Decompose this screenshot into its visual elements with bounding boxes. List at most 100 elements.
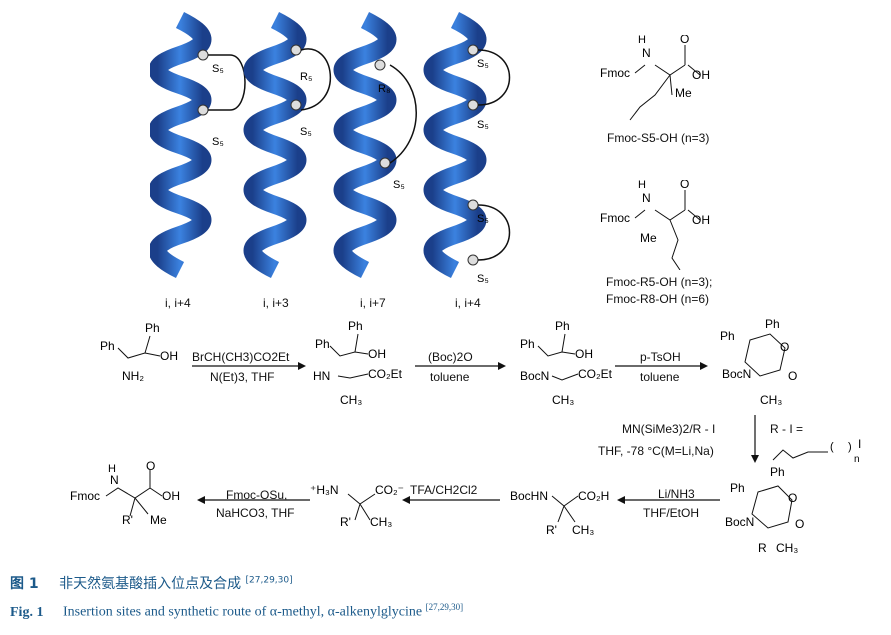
fmoc-r5-structure: Fmoc NH OH O Me [600,180,710,270]
svg-text:BocN: BocN [722,367,751,381]
svg-text:S₅: S₅ [212,63,224,75]
reagent-step5-bottom: THF/EtOH [643,506,699,520]
helix-figure: S₅ S₅ R₅ S₅ R₈ S₅ S₅ S₅ S₅ S₅ [150,11,511,285]
fmoc-s5-structure: Fmoc NH OH O Me [600,35,710,121]
reagent-step2-top: (Boc)2O [428,350,473,364]
svg-text:S₅: S₅ [393,179,405,191]
atom-ball [197,104,209,116]
r8-label: Fmoc-R8-OH (n=6) [606,292,710,306]
svg-text:OH: OH [692,68,710,82]
svg-text:R: R [758,541,767,555]
svg-text:Fmoc: Fmoc [600,66,630,80]
reagent-step6-top: TFA/CH2Cl2 [410,483,478,497]
svg-text:R₅: R₅ [300,71,312,83]
svg-text:S₅: S₅ [477,119,489,131]
caption-cn-text: 非天然氨基酸插入位点及合成 [59,576,242,592]
svg-text:O: O [680,35,689,46]
svg-text:CH₃: CH₃ [370,515,392,529]
caption-en-number: Fig. 1 [10,604,44,620]
svg-text:Ph: Ph [720,329,735,343]
helix-label-3: i, i+7 [360,296,386,310]
alkenyl-iodide-structure: () I n [772,438,861,465]
svg-text:CH₃: CH₃ [552,393,574,407]
svg-text:S₅: S₅ [212,136,224,148]
caption-en: Fig. 1 Insertion sites and synthetic rou… [10,602,463,621]
svg-text:OH: OH [575,347,593,361]
svg-text:Me: Me [675,86,692,100]
caption-cn: 图 1 非天然氨基酸插入位点及合成 [27,29,30] [10,573,293,593]
reagent-step1-top: BrCH(CH3)CO2Et [192,350,290,364]
helix-label-1: i, i+4 [165,296,191,310]
helix-4: S₅ S₅ S₅ S₅ [423,11,511,285]
svg-text:H: H [108,463,116,475]
svg-text:Ph: Ph [770,465,785,479]
svg-text:Ph: Ph [315,337,330,351]
svg-text:O: O [680,180,689,191]
reagent-step3-top: p-TsOH [640,350,681,364]
svg-text:Fmoc: Fmoc [70,489,100,503]
svg-text:R': R' [340,515,351,529]
reagent-step2-bottom: toluene [430,370,470,384]
svg-text:H: H [638,35,646,46]
svg-text:Me: Me [640,231,657,245]
svg-text:R₈: R₈ [378,83,391,95]
svg-text:Ph: Ph [145,321,160,335]
svg-text:R': R' [122,513,133,527]
svg-text:Ph: Ph [520,337,535,351]
svg-text:N: N [642,191,651,205]
reagent-step7-top: Fmoc-OSu, [226,488,288,502]
svg-text:n: n [854,454,860,465]
synthesis-row-2: Fmoc NH O OH R' Me ⁺H₃N CO₂⁻ R' CH₃ BocH… [70,460,804,555]
caption-en-text: Insertion sites and synthetic route of α… [62,604,423,620]
svg-text:CH₃: CH₃ [340,393,362,407]
svg-text:O: O [146,460,155,473]
svg-text:O: O [780,340,789,354]
svg-text:OH: OH [162,489,180,503]
caption-cn-number: 图 1 [10,576,39,592]
svg-text:⁺H₃N: ⁺H₃N [310,483,339,497]
svg-text:O: O [795,517,804,531]
reagent-step3-bottom: toluene [640,370,680,384]
svg-text:Ph: Ph [348,319,363,333]
helix-3: R₈ S₅ [333,11,417,279]
svg-text:Ph: Ph [100,339,115,353]
svg-text:NH₂: NH₂ [122,369,144,383]
svg-text:BocHN: BocHN [510,489,548,503]
svg-text:H: H [638,180,646,191]
svg-text:BocN: BocN [725,515,754,529]
svg-text:Fmoc: Fmoc [600,211,630,225]
svg-text:O: O [788,369,797,383]
reagent-step4-top: MN(SiMe3)2/R - I [622,422,716,436]
caption-cn-refs: [27,29,30] [245,575,293,586]
reagent-step7-bottom: NaHCO3, THF [216,506,295,520]
svg-text:R': R' [546,523,557,537]
svg-text:OH: OH [692,213,710,227]
helix-1: S₅ S₅ [150,11,246,279]
reagent-step4-bottom: THF, -78 °C(M=Li,Na) [598,444,714,458]
svg-text:S₅: S₅ [477,213,489,225]
svg-text:S₅: S₅ [477,58,489,70]
svg-text:Ph: Ph [555,319,570,333]
svg-text:CO₂Et: CO₂Et [368,367,403,381]
svg-text:): ) [848,441,852,453]
helix-2: R₅ S₅ [243,11,332,279]
svg-text:O: O [788,491,797,505]
svg-text:BocN: BocN [520,369,549,383]
svg-text:Ph: Ph [730,481,745,495]
svg-text:CH₃: CH₃ [760,393,782,407]
svg-text:S₅: S₅ [477,273,489,285]
svg-text:Me: Me [150,513,167,527]
svg-text:Ph: Ph [765,318,780,331]
svg-text:I: I [858,438,861,451]
svg-text:OH: OH [368,347,386,361]
svg-text:HN: HN [313,369,330,383]
svg-text:CH₃: CH₃ [776,541,798,555]
atom-ball [197,49,209,61]
svg-text:S₅: S₅ [300,126,312,138]
helix-label-2: i, i+3 [263,296,289,310]
arrow-down [751,415,759,463]
r5-label: Fmoc-R5-OH (n=3); [606,275,713,289]
reagent-step1-bottom: N(Et)3, THF [210,370,275,384]
svg-text:N: N [642,46,651,60]
